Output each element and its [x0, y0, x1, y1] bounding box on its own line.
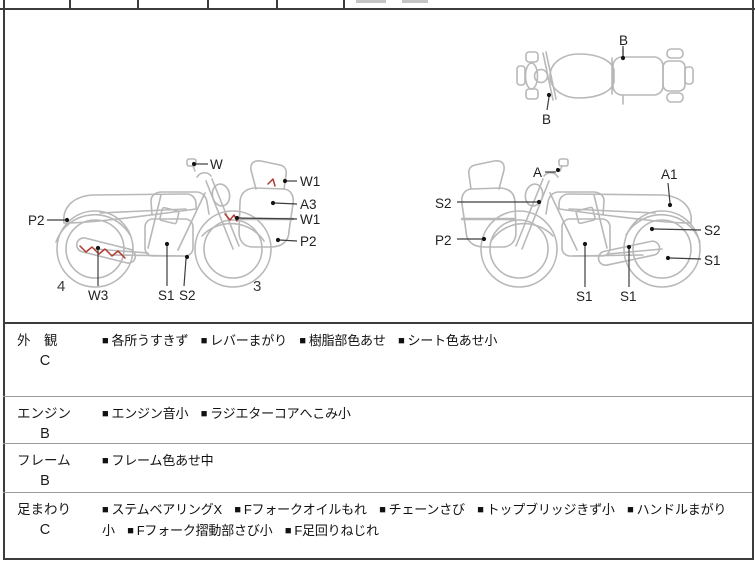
defect-list: ■エンジン音小 ■ラジエターコアへこみ小	[102, 397, 752, 443]
defect-item: ■トップブリッジきず小	[477, 502, 615, 517]
defect-item: ■フレーム色あせ中	[102, 453, 214, 468]
defect-bullet-icon: ■	[284, 525, 292, 537]
defect-item: ■エンジン音小	[102, 406, 189, 421]
inspection-row-exterior: 外 観 C ■各所うすきず ■レバーまがり ■樹脂部色あせ ■シート色あせ小	[3, 322, 752, 396]
header-cell-border	[276, 0, 278, 8]
cutoff-text-remnant	[402, 0, 428, 3]
category-label: フレーム	[17, 453, 71, 468]
defect-bullet-icon: ■	[102, 455, 109, 467]
grade-value: C	[39, 353, 51, 369]
inspection-row-frame: フレーム B ■フレーム色あせ中	[3, 443, 752, 492]
header-cell-border	[69, 0, 71, 8]
defect-item: ■ラジエターコアへこみ小	[200, 406, 351, 421]
defect-list: ■フレーム色あせ中	[102, 444, 752, 492]
defect-bullet-icon: ■	[299, 335, 306, 347]
header-bottom-border	[0, 8, 755, 10]
defect-item: ■F足回りねじれ	[284, 523, 379, 538]
category-column: エンジン B	[3, 397, 102, 443]
defect-bullet-icon: ■	[102, 408, 109, 420]
defect-item: ■各所うすきず	[102, 333, 189, 348]
header-cell-border	[137, 0, 139, 8]
defect-bullet-icon: ■	[379, 504, 386, 516]
defect-bullet-icon: ■	[200, 408, 208, 420]
category-label: 足まわり	[17, 502, 71, 517]
defect-list: ■ステムベアリングX ■Fフォークオイルもれ ■チェーンさび ■トップブリッジき…	[102, 493, 752, 558]
defect-bullet-icon: ■	[200, 335, 208, 347]
category-label: エンジン	[17, 406, 71, 421]
grade-value: B	[40, 473, 50, 489]
inspection-row-undercarriage: 足まわり C ■ステムベアリングX ■Fフォークオイルもれ ■チェーンさび ■ト…	[3, 492, 752, 558]
defect-item: ■ハンドルまがり小	[102, 502, 727, 538]
cutoff-text-remnant	[356, 0, 386, 3]
category-column: フレーム B	[3, 444, 102, 492]
defect-bullet-icon: ■	[234, 504, 241, 516]
defect-item: ■樹脂部色あせ	[299, 333, 386, 348]
defect-item: ■Fフォークオイルもれ	[234, 502, 367, 517]
category-column: 外 観 C	[3, 324, 102, 396]
defect-bullet-icon: ■	[102, 504, 109, 516]
grade-value: C	[39, 522, 51, 538]
defect-item: ■レバーまがり	[200, 333, 287, 348]
defect-item: ■シート色あせ小	[398, 333, 498, 348]
defect-list: ■各所うすきず ■レバーまがり ■樹脂部色あせ ■シート色あせ小	[102, 324, 752, 396]
sheet-outer-border	[3, 0, 754, 560]
defect-bullet-icon: ■	[127, 525, 134, 537]
defect-bullet-icon: ■	[398, 335, 405, 347]
defect-bullet-icon: ■	[627, 504, 634, 516]
header-cell-border	[207, 0, 209, 8]
category-label: 外 観	[17, 333, 58, 348]
defect-item: ■ステムベアリングX	[102, 502, 222, 517]
defect-bullet-icon: ■	[102, 335, 109, 347]
defect-bullet-icon: ■	[477, 504, 484, 516]
defect-item: ■Fフォーク摺動部さび小	[127, 523, 273, 538]
grade-value: B	[40, 426, 50, 442]
inspection-row-engine: エンジン B ■エンジン音小 ■ラジエターコアへこみ小	[3, 396, 752, 443]
category-column: 足まわり C	[3, 493, 102, 558]
defect-item: ■チェーンさび	[379, 502, 465, 517]
header-cell-border	[343, 0, 345, 8]
